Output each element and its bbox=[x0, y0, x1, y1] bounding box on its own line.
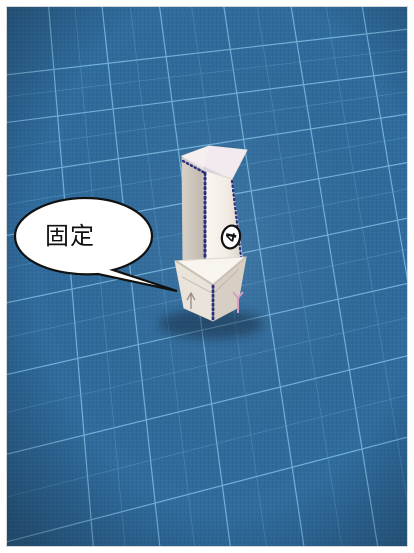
model-base-right-face bbox=[213, 257, 246, 321]
photo-cutting-mat-scene: 4 固定 bbox=[7, 7, 407, 546]
scene-svg: 4 固定 bbox=[7, 7, 407, 546]
number-marker: 4 bbox=[220, 224, 242, 250]
model-right-dotted-fold-line bbox=[230, 179, 244, 267]
model-base-left-face bbox=[175, 261, 213, 321]
speech-bubble-text: 固定 bbox=[45, 222, 95, 250]
number-marker-circle bbox=[220, 224, 242, 250]
right-arrow-icon bbox=[232, 291, 244, 313]
speech-bubble-shape bbox=[13, 196, 178, 293]
number-marker-text: 4 bbox=[223, 231, 241, 244]
model-top-rear-face bbox=[203, 146, 247, 179]
model-left-column-face bbox=[181, 156, 206, 263]
model-top-inner-face bbox=[182, 146, 209, 171]
speech-bubble: 固定 bbox=[13, 196, 178, 293]
paper-model: 4 bbox=[174, 145, 248, 324]
left-arrow-icon bbox=[186, 291, 196, 309]
model-top-dotted-edge bbox=[181, 159, 207, 175]
model-base-inner-folds bbox=[181, 268, 240, 294]
model-shadow bbox=[159, 309, 263, 339]
